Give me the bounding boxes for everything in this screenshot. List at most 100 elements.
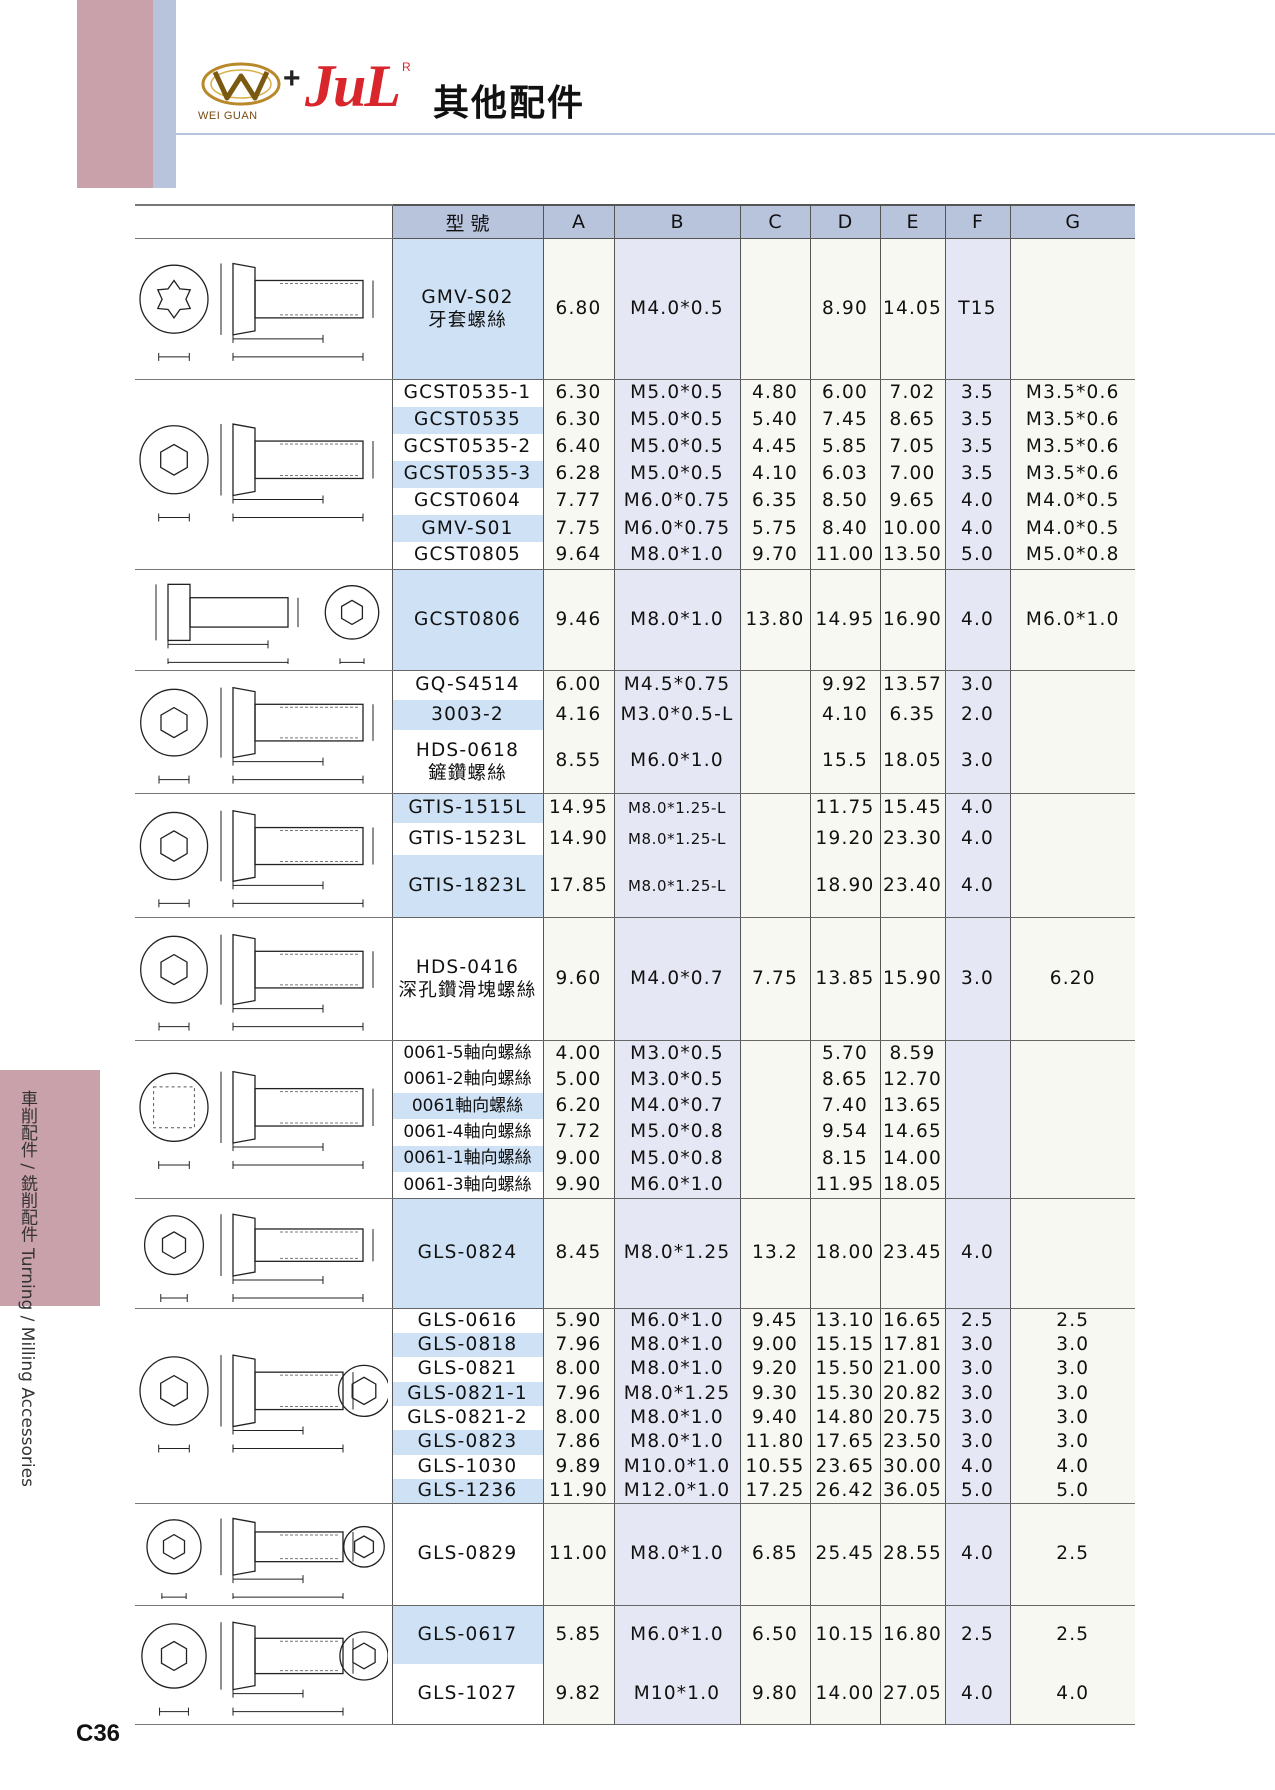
side-category-label: 車削配件 / 銑削配件 Turning / Milling Accessorie… — [17, 1090, 37, 1487]
cell-f: T15 — [944, 238, 1010, 380]
part-diagram-cell — [135, 238, 392, 380]
cell-e: 13.65 — [879, 1093, 945, 1120]
model-code-cell: 0061-4軸向螺絲 — [391, 1119, 543, 1146]
cell-c — [739, 855, 810, 918]
cell-f: 5.0 — [944, 1479, 1010, 1504]
part-diagram-cell — [135, 1040, 392, 1199]
cell-f — [944, 1066, 1010, 1094]
cell-a: 4.00 — [542, 1040, 614, 1067]
model-code-cell: GLS-1236 — [391, 1479, 543, 1504]
cell-c — [739, 1040, 810, 1067]
weiguan-logo-icon — [201, 62, 281, 106]
cell-c: 6.50 — [739, 1605, 810, 1665]
col-header-e: E — [879, 204, 945, 239]
cell-e: 36.05 — [879, 1479, 945, 1504]
cell-b: M3.0*0.5-L — [613, 700, 740, 731]
cell-a: 5.90 — [542, 1308, 614, 1333]
header-band-pink — [77, 0, 153, 188]
cell-e: 10.00 — [879, 515, 945, 543]
cell-b: M8.0*1.0 — [613, 569, 740, 671]
cell-d: 8.40 — [809, 515, 880, 543]
cell-b: M4.0*0.7 — [613, 1093, 740, 1120]
cell-b: M8.0*1.25-L — [613, 793, 740, 824]
cell-e: 15.90 — [879, 917, 945, 1041]
diagram-header-cell — [135, 204, 392, 239]
cell-e: 14.05 — [879, 238, 945, 380]
cell-g: M3.5*0.6 — [1009, 460, 1135, 489]
cell-a: 11.00 — [542, 1503, 614, 1606]
model-code-cell: GLS-0823 — [391, 1430, 543, 1455]
part-diagram-cell — [135, 1198, 392, 1309]
cell-f: 4.0 — [944, 793, 1010, 824]
cell-a: 6.20 — [542, 1093, 614, 1120]
cell-g: M6.0*1.0 — [1009, 569, 1135, 671]
cell-c — [739, 700, 810, 731]
cell-b: M8.0*1.25 — [613, 1198, 740, 1309]
cell-c: 5.40 — [739, 406, 810, 434]
model-code-cell: GQ-S4514 — [391, 670, 543, 701]
cell-d: 6.00 — [809, 379, 880, 407]
cell-g — [1009, 793, 1135, 824]
cell-c — [739, 1066, 810, 1094]
cell-e: 8.65 — [879, 406, 945, 434]
cell-e: 14.00 — [879, 1145, 945, 1173]
screw-diagram-icon — [140, 687, 374, 785]
model-description: 牙套螺絲 — [428, 310, 507, 331]
cell-f: 4.0 — [944, 1198, 1010, 1309]
cell-c — [739, 1145, 810, 1173]
cell-d: 18.90 — [809, 855, 880, 918]
model-code-cell: GCST0604 — [391, 488, 543, 516]
cell-a: 9.89 — [542, 1454, 614, 1480]
cell-c: 9.00 — [739, 1332, 810, 1358]
header-band-blue — [153, 0, 176, 188]
part-diagram-cell — [135, 917, 392, 1041]
cell-e: 7.05 — [879, 433, 945, 461]
cell-d: 10.15 — [809, 1605, 880, 1665]
model-code-cell: GCST0805 — [391, 542, 543, 570]
cell-e: 6.35 — [879, 700, 945, 731]
cell-b: M5.0*0.5 — [613, 406, 740, 434]
model-code-cell: GTIS-1523L — [391, 823, 543, 856]
cell-b: M8.0*1.0 — [613, 1357, 740, 1382]
screw-diagram-icon — [139, 262, 374, 361]
cell-b: M8.0*1.25 — [613, 1381, 740, 1406]
cell-c: 4.80 — [739, 379, 810, 407]
cell-a: 6.00 — [542, 670, 614, 701]
cell-a: 8.00 — [542, 1357, 614, 1382]
model-code-cell: GCST0806 — [391, 569, 543, 671]
cell-d: 15.50 — [809, 1357, 880, 1382]
cell-b: M5.0*0.8 — [613, 1145, 740, 1173]
cell-a: 14.90 — [542, 823, 614, 856]
cell-d: 6.03 — [809, 460, 880, 489]
cell-b: M8.0*1.0 — [613, 1430, 740, 1455]
cell-b: M6.0*0.75 — [613, 488, 740, 516]
cell-b: M4.5*0.75 — [613, 670, 740, 701]
screw-diagram-icon — [140, 810, 374, 908]
col-header-model: 型 號 — [391, 204, 543, 239]
cell-d: 15.15 — [809, 1332, 880, 1358]
cell-a: 5.85 — [542, 1605, 614, 1665]
cell-d: 14.95 — [809, 569, 880, 671]
screw-diagram-icon — [139, 1071, 374, 1170]
cell-c: 4.10 — [739, 460, 810, 489]
cell-d: 17.65 — [809, 1430, 880, 1455]
cell-g: 3.0 — [1009, 1430, 1135, 1455]
cell-d: 9.92 — [809, 670, 880, 701]
cell-f: 3.0 — [944, 730, 1010, 794]
cell-c: 9.30 — [739, 1381, 810, 1406]
cell-a: 7.75 — [542, 515, 614, 543]
cell-b: M6.0*1.0 — [613, 1605, 740, 1665]
screw-diagram-icon — [140, 934, 374, 1032]
cell-f: 3.0 — [944, 1430, 1010, 1455]
cell-f: 3.5 — [944, 379, 1010, 407]
